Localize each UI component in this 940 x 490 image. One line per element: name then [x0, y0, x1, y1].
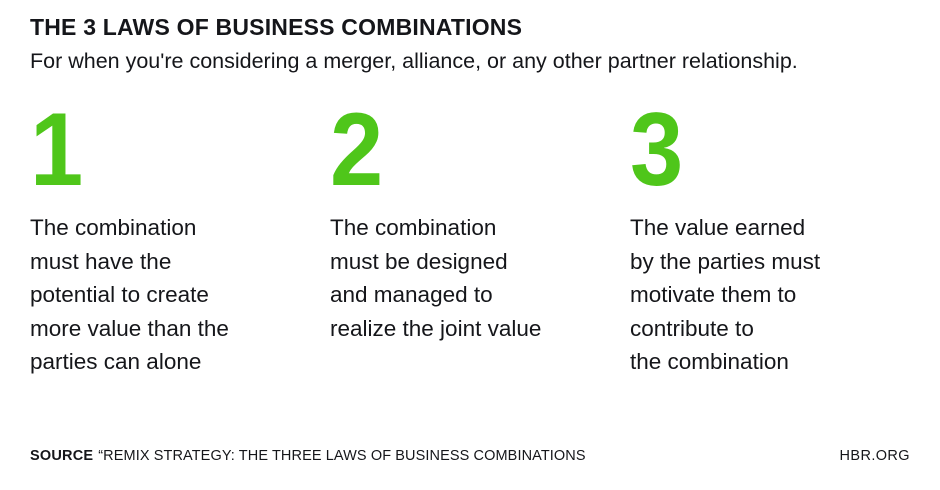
law-column-2: 2 The combination must be designed and m… — [330, 92, 630, 345]
law-text-3: The value earned by the parties must mot… — [630, 215, 821, 374]
law-number-2: 2 — [330, 92, 383, 208]
header: THE 3 LAWS OF BUSINESS COMBINATIONS For … — [30, 13, 920, 75]
source-credit: SOURCE“REMIX STRATEGY: THE THREE LAWS OF… — [30, 448, 586, 464]
source-title: “REMIX STRATEGY: THE THREE LAWS OF BUSIN… — [98, 448, 586, 464]
laws-columns: 1 The combination must have the potentia… — [30, 92, 920, 379]
law-column-1: 1 The combination must have the potentia… — [30, 92, 330, 379]
page-subtitle: For when you're considering a merger, al… — [30, 49, 798, 73]
footer: SOURCE“REMIX STRATEGY: THE THREE LAWS OF… — [30, 448, 910, 464]
source-label: SOURCE — [30, 448, 94, 464]
page-title: THE 3 LAWS OF BUSINESS COMBINATIONS — [30, 14, 523, 40]
law-text-2: The combination must be designed and man… — [330, 215, 542, 341]
brand-attribution: HBR.ORG — [839, 448, 910, 464]
law-number-3: 3 — [630, 92, 683, 208]
law-column-3: 3 The value earned by the parties must m… — [630, 92, 930, 379]
law-text-1: The combination must have the potential … — [30, 215, 229, 374]
law-number-1: 1 — [30, 92, 83, 208]
